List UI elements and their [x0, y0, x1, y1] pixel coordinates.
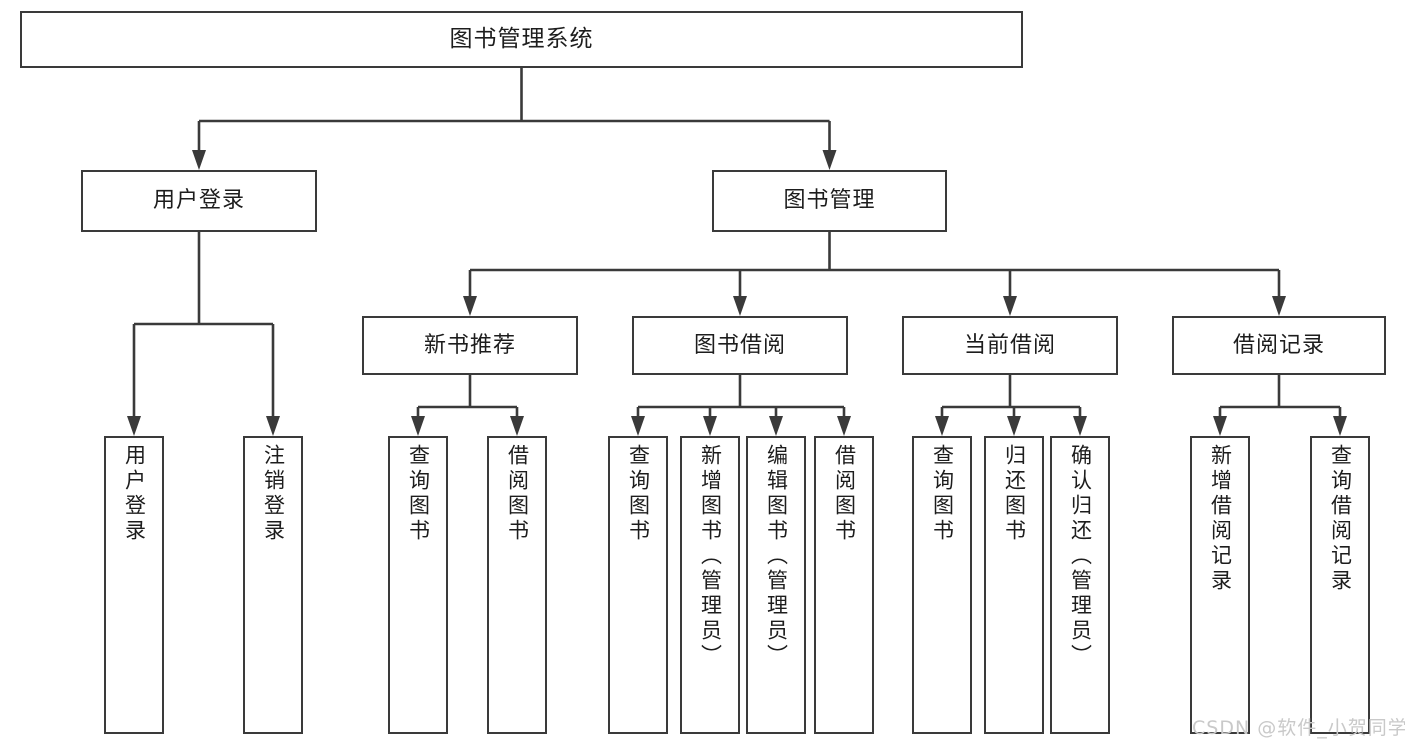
edge-arrowhead: [703, 416, 717, 436]
edge-arrowhead: [192, 150, 206, 170]
node-label: 图书管理: [783, 188, 876, 214]
node-label: 查询图书: [626, 444, 651, 544]
node-leaf-cur-2[interactable]: 归还图书: [984, 436, 1044, 734]
node-leaf-borrow-3[interactable]: 编辑图书（管理员）: [746, 436, 806, 734]
node-label: 归还图书: [1002, 444, 1027, 544]
edge-arrowhead: [411, 416, 425, 436]
edge-arrowhead: [1007, 416, 1021, 436]
node-leaf-rec-2[interactable]: 查询借阅记录: [1310, 436, 1370, 734]
node-label: 查询图书: [930, 444, 955, 544]
node-leaf-borrow-2[interactable]: 新增图书（管理员）: [680, 436, 740, 734]
node-leaf-rec-1[interactable]: 新增借阅记录: [1190, 436, 1250, 734]
node-leaf-borrow-4[interactable]: 借阅图书: [814, 436, 874, 734]
edge-arrowhead: [822, 150, 837, 170]
edge-arrowhead: [733, 296, 747, 316]
node-label: 借阅记录: [1232, 332, 1325, 358]
node-leaf-new-2[interactable]: 借阅图书: [487, 436, 547, 734]
edge-arrowhead: [837, 416, 851, 436]
node-label: 新增借阅记录: [1208, 444, 1233, 594]
edge-arrowhead: [935, 416, 949, 436]
edge-arrowhead: [1073, 416, 1087, 436]
node-leaf-cur-1[interactable]: 查询图书: [912, 436, 972, 734]
node-bookmgmt[interactable]: 图书管理: [712, 170, 947, 232]
node-label: 借阅图书: [505, 444, 530, 544]
node-label: 图书借阅: [693, 332, 786, 358]
node-leaf-login-2[interactable]: 注销登录: [243, 436, 303, 734]
edge-arrowhead: [1213, 416, 1227, 436]
node-records[interactable]: 借阅记录: [1172, 316, 1386, 375]
edge-arrowhead: [1003, 296, 1017, 316]
node-leaf-new-1[interactable]: 查询图书: [388, 436, 448, 734]
node-root[interactable]: 图书管理系统: [20, 11, 1023, 68]
edge-arrowhead: [631, 416, 645, 436]
node-leaf-borrow-1[interactable]: 查询图书: [608, 436, 668, 734]
node-label: 查询借阅记录: [1328, 444, 1353, 594]
csdn-watermark: CSDN @软件_小贺同学: [1192, 717, 1405, 739]
node-label: 图书管理系统: [449, 25, 594, 52]
edge-arrowhead: [510, 416, 524, 436]
node-label: 借阅图书: [832, 444, 857, 544]
edge-arrowhead: [1333, 416, 1347, 436]
node-label: 编辑图书（管理员）: [764, 444, 789, 669]
node-borrow[interactable]: 图书借阅: [632, 316, 848, 375]
node-label: 用户登录: [152, 188, 245, 214]
node-label: 查询图书: [406, 444, 431, 544]
edge-arrowhead: [266, 416, 280, 436]
node-label: 新书推荐: [423, 332, 516, 358]
node-newbook[interactable]: 新书推荐: [362, 316, 578, 375]
node-label: 当前借阅: [963, 332, 1056, 358]
edge-arrowhead: [463, 296, 477, 316]
node-label: 用户登录: [122, 444, 147, 544]
node-current[interactable]: 当前借阅: [902, 316, 1118, 375]
node-leaf-login-1[interactable]: 用户登录: [104, 436, 164, 734]
node-label: 确认归还（管理员）: [1068, 444, 1093, 669]
edge-arrowhead: [769, 416, 783, 436]
node-login[interactable]: 用户登录: [81, 170, 317, 232]
edge-arrowhead: [1272, 296, 1286, 316]
edge-arrowhead: [127, 416, 141, 436]
node-label: 注销登录: [261, 444, 286, 544]
node-leaf-cur-3[interactable]: 确认归还（管理员）: [1050, 436, 1110, 734]
node-label: 新增图书（管理员）: [698, 444, 723, 669]
